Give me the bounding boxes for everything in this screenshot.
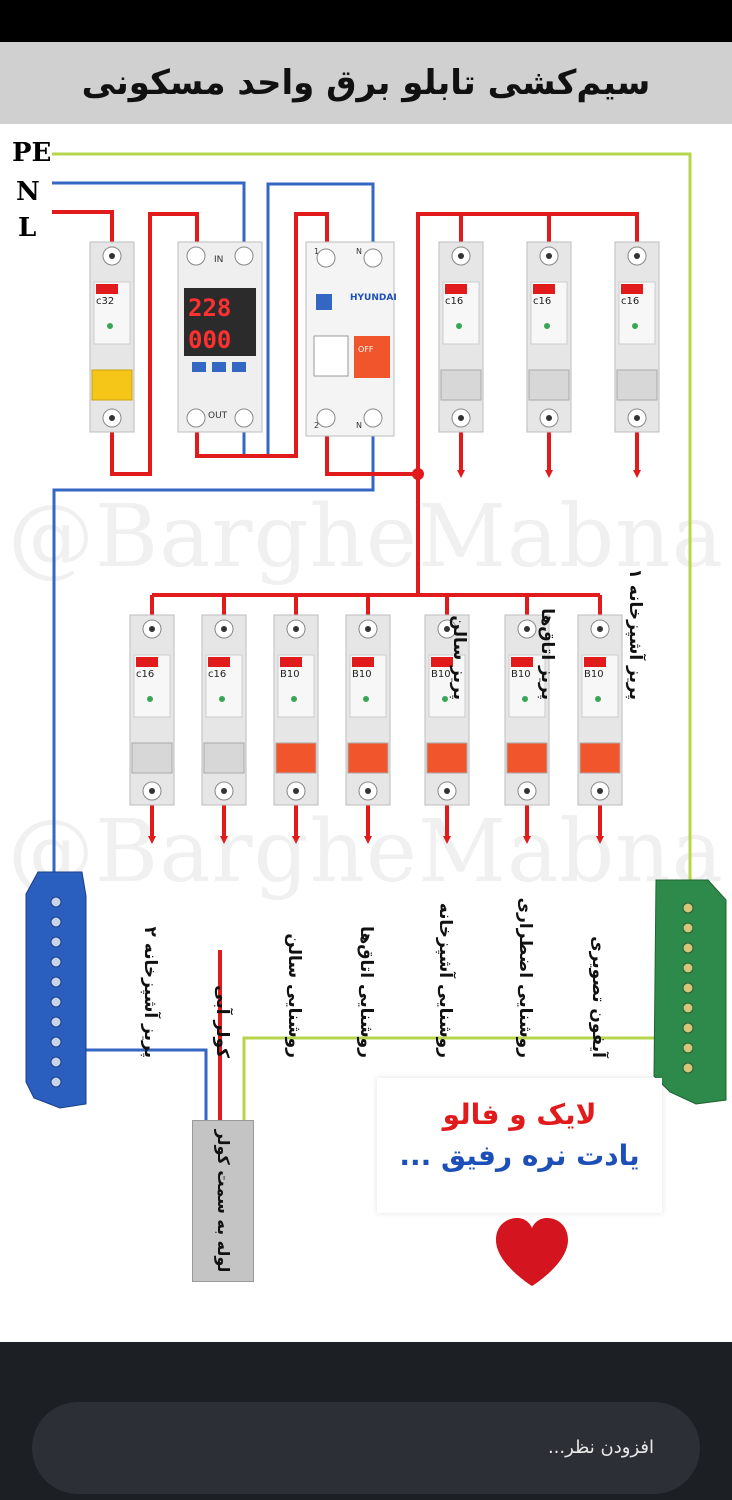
vp-display-top: 228 bbox=[188, 294, 231, 322]
bottom-breaker-rating-7: B10 bbox=[584, 669, 604, 680]
neutral-busbar bbox=[25, 871, 87, 1109]
vp-display-bottom: 000 bbox=[188, 326, 231, 354]
top-breaker-rating-2: c16 bbox=[533, 296, 551, 307]
rcd-terminal-2: 2 bbox=[314, 421, 319, 430]
screw bbox=[50, 996, 62, 1008]
rcd-brand: HYUNDAI bbox=[350, 293, 397, 303]
screw bbox=[50, 1056, 62, 1068]
pe-wire-cooler bbox=[242, 1036, 690, 1120]
screw bbox=[50, 916, 62, 928]
screw bbox=[50, 956, 62, 968]
top-label-3: پریز آشپزخانه ۱ bbox=[625, 568, 645, 700]
n-wire-vp-to-rcd bbox=[242, 182, 375, 458]
bottom-label-1: پریز آشپزخانه ۲ bbox=[140, 926, 160, 1058]
bottom-breaker-3: B10 bbox=[273, 614, 319, 806]
screw bbox=[682, 942, 694, 954]
bottom-breaker-6: B10 bbox=[504, 614, 550, 806]
rcd-terminal-1: 1 bbox=[314, 247, 319, 256]
l-wire-c32-to-vp bbox=[110, 212, 199, 476]
wiring-diagram-post: سیم‌کشی تابلو برق واحد مسکونی @BargheMab… bbox=[0, 42, 732, 1342]
top-breaker-rating-1: c16 bbox=[445, 296, 463, 307]
screw bbox=[50, 976, 62, 988]
screw bbox=[682, 1002, 694, 1014]
bottom-breaker-rating-1: c16 bbox=[136, 669, 154, 680]
bottom-label-3: روشنایی سالن bbox=[284, 933, 304, 1058]
watermark: @BargheMabna bbox=[8, 802, 724, 902]
rcd-terminal-n-top: N bbox=[356, 247, 362, 256]
bottom-label-6: روشنایی اضطراری bbox=[515, 897, 535, 1058]
top-label-2: پریز اتاق‌ها bbox=[537, 608, 557, 700]
screw bbox=[682, 902, 694, 914]
screw bbox=[50, 936, 62, 948]
pe-label: PE bbox=[12, 138, 52, 168]
n-wire-cooler bbox=[72, 1048, 208, 1120]
bottom-breaker-rating-4: B10 bbox=[352, 669, 372, 680]
pipe-label: لوله به سمت کولر bbox=[214, 1129, 233, 1273]
screw bbox=[682, 1022, 694, 1034]
heart-icon bbox=[496, 1218, 568, 1286]
page-title: سیم‌کشی تابلو برق واحد مسکونی bbox=[81, 63, 651, 103]
top-breaker-2: c16 bbox=[526, 241, 572, 433]
title-bar: سیم‌کشی تابلو برق واحد مسکونی bbox=[0, 42, 732, 124]
cooler-pipe-box: لوله به سمت کولر bbox=[192, 1120, 254, 1282]
n-wire-in bbox=[52, 181, 246, 254]
bottom-breaker-rating-5: B10 bbox=[431, 669, 451, 680]
rcd-breaker: 1 N HYUNDAI OFF 2 N bbox=[305, 241, 397, 437]
l-label: L bbox=[18, 213, 37, 243]
bottom-breaker-5: B10 bbox=[424, 614, 470, 806]
top-breaker-rating-3: c16 bbox=[621, 296, 639, 307]
bottom-breaker-7: B10 bbox=[577, 614, 623, 806]
rcd-terminal-n-bottom: N bbox=[356, 421, 362, 430]
top-label-1: پریز سالن bbox=[449, 615, 469, 700]
bottom-breaker-rating-6: B10 bbox=[511, 669, 531, 680]
bottom-breaker-rating-3: B10 bbox=[280, 669, 300, 680]
vp-in-label: IN bbox=[214, 255, 223, 265]
l-busbar-bottom bbox=[150, 474, 602, 625]
rcd-off-label: OFF bbox=[358, 345, 374, 354]
watermark: @BargheMabna bbox=[8, 487, 724, 587]
promo-box: لایک و فالو یادت نره رفیق ... bbox=[377, 1078, 662, 1213]
top-breaker-3: c16 bbox=[614, 241, 660, 433]
wiring-diagram: c32 IN 228 000 OUT 1 bbox=[25, 152, 727, 1286]
comment-input[interactable]: افزودن نظر... bbox=[32, 1402, 700, 1494]
promo-line-2: یادت نره رفیق ... bbox=[399, 1139, 640, 1172]
pe-wire bbox=[52, 152, 692, 892]
bottom-breaker-rating-2: c16 bbox=[208, 669, 226, 680]
junction bbox=[412, 468, 424, 480]
n-label: N bbox=[16, 177, 40, 207]
screw bbox=[682, 962, 694, 974]
screw bbox=[50, 1016, 62, 1028]
bottom-label-4: روشنایی اتاق‌ها bbox=[356, 926, 376, 1058]
screw bbox=[682, 1042, 694, 1054]
comment-placeholder: افزودن نظر... bbox=[547, 1437, 654, 1458]
screw bbox=[682, 922, 694, 934]
screw bbox=[682, 1062, 694, 1074]
bottom-breaker-4: B10 bbox=[345, 614, 391, 806]
n-wire-rcd-to-bar bbox=[52, 415, 375, 900]
vp-out-label: OUT bbox=[208, 411, 228, 421]
screw bbox=[50, 1076, 62, 1088]
bottom-label-7: آیفون تصویری bbox=[588, 936, 608, 1058]
screw bbox=[50, 896, 62, 908]
bottom-label-5: روشنایی آشپزخانه bbox=[435, 902, 455, 1058]
screw bbox=[682, 982, 694, 994]
screw bbox=[50, 1036, 62, 1048]
voltage-protector: IN 228 000 OUT bbox=[177, 241, 263, 433]
bottom-breaker-1: c16 bbox=[129, 614, 175, 806]
l-wire-vp-to-rcd bbox=[195, 212, 329, 458]
main-breaker-rating: c32 bbox=[96, 296, 114, 307]
bottom-label-2: کولر آبی bbox=[212, 985, 232, 1058]
promo-line-1: لایک و فالو bbox=[442, 1098, 597, 1131]
earth-busbar bbox=[653, 879, 727, 1105]
bottom-breaker-2: c16 bbox=[201, 614, 247, 806]
main-breaker-c32: c32 bbox=[89, 241, 135, 433]
top-breaker-1: c16 bbox=[438, 241, 484, 433]
l-wire-in bbox=[52, 210, 114, 254]
